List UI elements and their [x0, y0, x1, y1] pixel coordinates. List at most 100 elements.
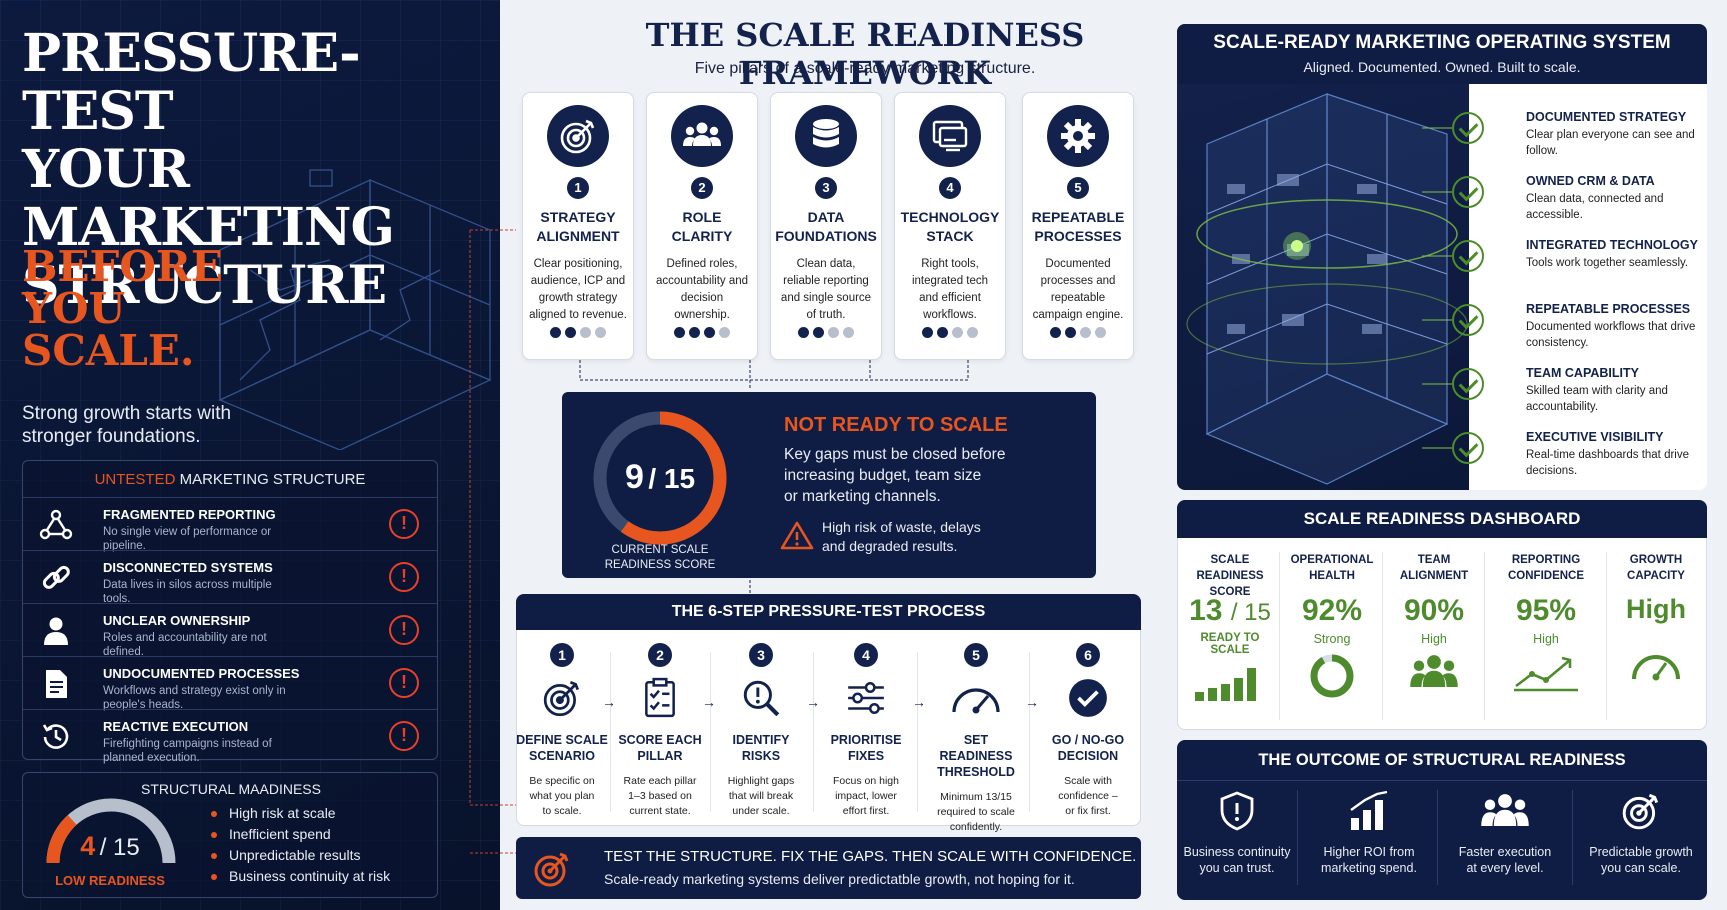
low-readiness-label: LOW READINESS — [55, 873, 165, 888]
rating-dot-filled — [813, 327, 824, 338]
rating-dot-filled — [674, 327, 685, 338]
subtitle-line: stronger foundations. — [22, 426, 201, 447]
growth-bars-icon — [1350, 790, 1388, 830]
banner-subtitle: Scale-ready marketing systems deliver pr… — [604, 871, 1075, 887]
list-item: UNDOCUMENTED PROCESSES Workflows and str… — [23, 656, 437, 711]
bullet-item: Unpredictable results — [211, 847, 390, 868]
headline-line: STRUCTURE — [22, 255, 387, 316]
pillar-number: 2 — [691, 177, 713, 199]
arrow-right-icon: → — [806, 694, 820, 710]
list-item: FRAGMENTED REPORTING No single view of p… — [23, 497, 437, 552]
ring-icon — [1310, 654, 1354, 698]
os-item-desc: Clean data, connected and accessible. — [1526, 193, 1664, 221]
divider — [1382, 552, 1383, 720]
item-desc: Firefighting campaigns instead of planne… — [103, 738, 272, 764]
divider — [1484, 552, 1485, 720]
divider — [1606, 552, 1607, 720]
operating-system-panel: SCALE-READY MARKETING OPERATING SYSTEM A… — [1177, 24, 1707, 490]
rating-dot-empty — [967, 327, 978, 338]
item-title: UNCLEAR OWNERSHIP — [103, 613, 251, 628]
target-icon — [534, 852, 569, 887]
check-icon — [1452, 112, 1484, 144]
check-icon — [1452, 240, 1484, 272]
item-desc: Roles and accountability are not defined… — [103, 632, 267, 658]
item-title: DISCONNECTED SYSTEMS — [103, 560, 273, 575]
alert-icon: ! — [389, 668, 419, 698]
rating-dot-filled — [550, 327, 561, 338]
bar-chart-icon — [1195, 668, 1256, 701]
connector-lines — [469, 229, 969, 854]
process-header: THE 6-STEP PRESSURE-TEST PROCESS — [516, 594, 1141, 630]
outcome-panel: THE OUTCOME OF STRUCTURAL READINESS — [1177, 740, 1707, 900]
pillar-number: 4 — [939, 177, 961, 199]
checklist-icon — [645, 677, 675, 718]
os-connector-lines — [1422, 127, 1452, 449]
dashboard-title: SCALE READINESS DASHBOARD — [1303, 509, 1581, 528]
subtitle-line: Strong growth starts with — [22, 403, 232, 424]
dashboard-header: SCALE READINESS DASHBOARD — [1177, 500, 1707, 538]
metric-value: 13 / 15 — [1189, 594, 1271, 627]
metric-status: High — [1421, 632, 1447, 646]
item-title: UNDOCUMENTED PROCESSES — [103, 666, 300, 681]
pillar-desc: Clean data, reliable reporting and singl… — [780, 258, 872, 321]
pillar-rating-dots — [647, 325, 757, 343]
step-number: 4 — [854, 643, 878, 667]
rating-dot-empty — [828, 327, 839, 338]
os-item-title: DOCUMENTED STRATEGY — [1526, 110, 1687, 124]
metric-value: 92% — [1301, 594, 1363, 627]
left-panel: PRESSURE-TEST YOUR MARKETING STRUCTURE B… — [0, 0, 500, 910]
os-item-title: INTEGRATED TECHNOLOGY — [1526, 238, 1698, 252]
warning-icon — [780, 521, 814, 550]
monitor-icon — [932, 120, 968, 152]
os-item-title: REPEATABLE PROCESSES — [1526, 302, 1691, 316]
rating-dot-empty — [595, 327, 606, 338]
check-icon — [1452, 176, 1484, 208]
os-item-desc: Tools work together seamlessly. — [1526, 257, 1689, 269]
rating-dot-filled — [1065, 327, 1076, 338]
headline-line: PRESSURE-TEST — [22, 23, 361, 142]
os-illustration — [1177, 24, 1469, 490]
os-header: SCALE-READY MARKETING OPERATING SYSTEM A… — [1177, 24, 1707, 84]
arrow-right-icon: → — [602, 694, 616, 710]
pillar-number: 5 — [1067, 177, 1089, 199]
pillar-desc: Documented processes and repeatable camp… — [1032, 258, 1124, 321]
framework-subtitle: Five pillars of a scale-ready marketing … — [694, 60, 1036, 77]
os-item-title: EXECUTIVE VISIBILITY — [1526, 430, 1664, 444]
rating-dot-filled — [1050, 327, 1061, 338]
check-circle-icon — [1069, 679, 1107, 717]
pillar-icon-badge — [547, 105, 609, 167]
current-score-gauge — [593, 411, 727, 545]
pillar-number: 3 — [815, 177, 837, 199]
pillar-icon-badge — [919, 105, 981, 167]
pillar-desc: Clear positioning, audience, ICP and gro… — [529, 258, 627, 321]
os-item-desc: Documented workflows that drive consiste… — [1526, 321, 1696, 349]
pillar-number: 1 — [567, 177, 589, 199]
pillar-rating-dots — [1023, 325, 1133, 343]
item-title: FRAGMENTED REPORTING — [103, 507, 276, 522]
person-icon — [44, 617, 68, 645]
check-icon — [1452, 304, 1484, 336]
rating-dot-filled — [704, 327, 715, 338]
step-number: 5 — [964, 643, 988, 667]
process-panel — [516, 594, 1141, 826]
rating-dot-empty — [580, 327, 591, 338]
current-score-value: 9 / 15 — [624, 458, 696, 496]
link-icon — [42, 565, 70, 589]
